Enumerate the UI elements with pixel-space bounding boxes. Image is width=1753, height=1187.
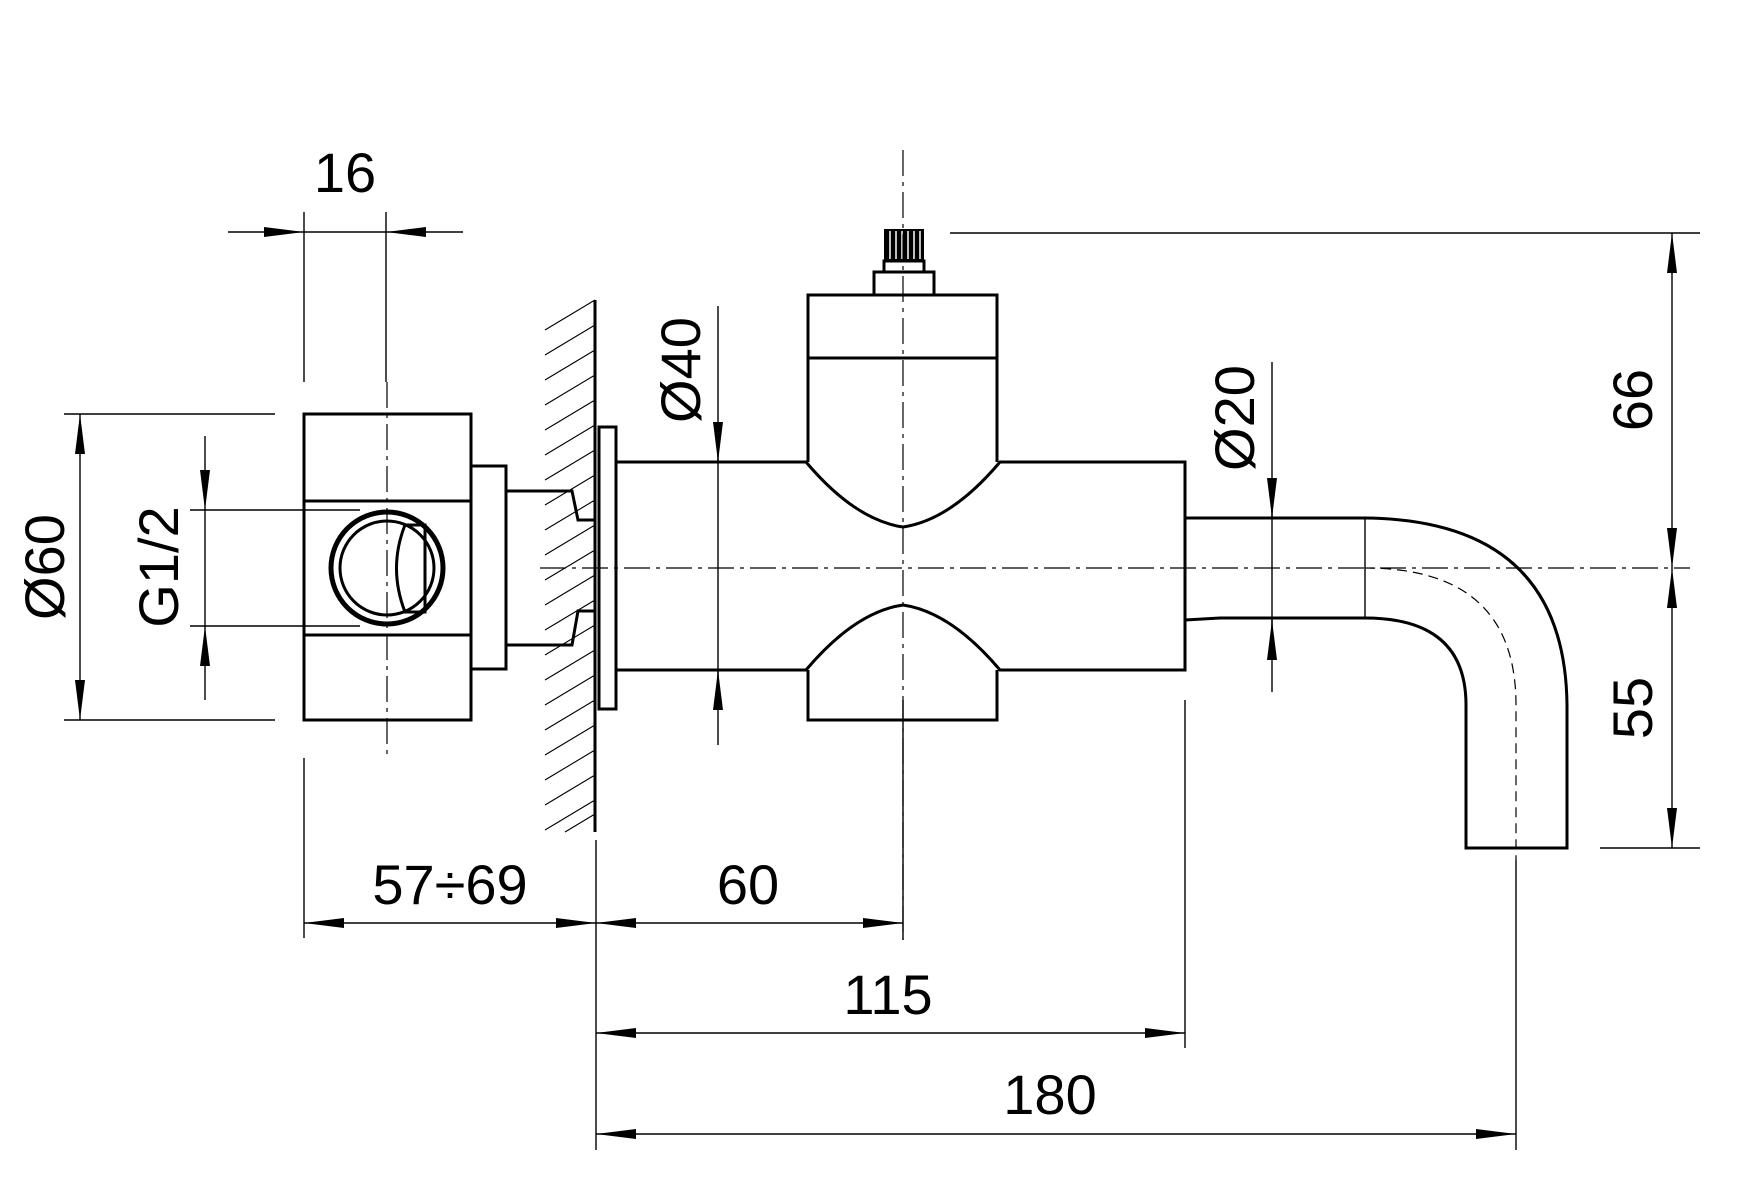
dimension-lines [75,227,1677,1139]
dim-valve-offset: 60 [717,853,779,916]
main-body [616,460,1187,672]
wall-section [544,299,597,833]
dim-body-diameter: Ø40 [649,317,712,423]
end-view [64,212,473,760]
dim-thread: G1/2 [127,506,190,627]
push-button-base [872,270,936,297]
extension-lines [303,232,1700,1150]
spout [1184,516,1569,850]
dim-spout-diameter: Ø20 [1203,365,1266,471]
valve-stem-profile [395,523,427,614]
dimension-labels: 16 Ø60 G1/2 Ø40 Ø20 66 55 57÷69 60 115 1… [13,141,1664,1126]
dim-cap-height: 66 [1601,369,1664,431]
valve-body [469,229,1569,860]
dim-wall-depth: 57÷69 [372,853,527,916]
dim-flange-diameter: Ø60 [13,514,76,620]
dim-flange-width: 16 [314,141,376,204]
dim-body-length: 115 [843,963,932,1026]
dim-spout-drop: 55 [1601,677,1664,739]
dim-total-projection: 180 [1003,1063,1096,1126]
center-lines [540,150,1690,940]
